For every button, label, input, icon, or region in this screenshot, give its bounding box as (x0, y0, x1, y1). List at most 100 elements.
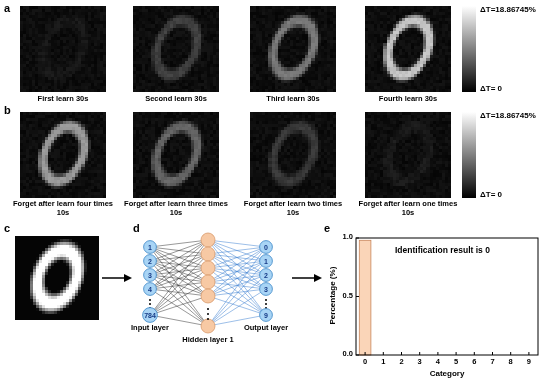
network-link (208, 240, 266, 289)
label: ΔT=18.86745% (480, 5, 536, 14)
digit-image (250, 6, 336, 92)
label: 6 (472, 358, 476, 367)
label: Forget after learn three times 10s (120, 200, 232, 217)
label: 8 (509, 358, 513, 367)
label: 0.0 (343, 350, 353, 359)
label: 1.0 (343, 233, 353, 242)
network-link (208, 254, 266, 315)
label: 0.5 (343, 292, 353, 301)
axis-ticks (356, 238, 529, 355)
label: Forget after learn two times 10s (237, 200, 349, 217)
neuron-circle: 2 (259, 268, 273, 282)
network-link (208, 275, 266, 296)
neuron-circle: 9 (259, 308, 273, 322)
label: a (4, 2, 10, 15)
network-link (150, 282, 208, 315)
label: ΔT=18.86745% (480, 111, 536, 120)
label: 7 (490, 358, 494, 367)
label: e (324, 222, 330, 235)
network-link (150, 240, 208, 315)
digit-image (20, 112, 106, 198)
neuron-label: 4 (143, 282, 157, 293)
network-link (150, 261, 208, 326)
label: ΔT= 0 (480, 84, 502, 93)
neuron (149, 299, 151, 301)
network-link (208, 240, 266, 275)
network-link (208, 240, 266, 315)
neuron (265, 303, 267, 305)
network-link (150, 240, 208, 289)
label: 0 (363, 358, 367, 367)
network-link (208, 247, 266, 254)
network-link (208, 275, 266, 326)
neuron-circle: 784 (142, 307, 158, 323)
label: 9 (527, 358, 531, 367)
label: ΔT= 0 (480, 190, 502, 199)
neuron-label: 1 (259, 254, 273, 265)
neuron (201, 261, 215, 275)
network-link (150, 254, 208, 289)
network-link (150, 247, 208, 296)
label: Input layer (131, 324, 169, 333)
colorbar (462, 6, 476, 92)
arrow-head (124, 274, 132, 282)
neuron-circle: 1 (143, 240, 157, 254)
neuron (201, 247, 215, 261)
neuron-label: 3 (259, 282, 273, 293)
digit-image (365, 112, 451, 198)
neuron-label: 2 (259, 268, 273, 279)
label: Forget after learn four times 10s (7, 200, 119, 217)
digit-image (365, 6, 451, 92)
label: Forget after learn one times 10s (352, 200, 464, 217)
neuron-label: 3 (143, 268, 157, 279)
neuron-label: 9 (259, 308, 273, 319)
digit-image (133, 112, 219, 198)
label: 4 (436, 358, 440, 367)
digit-image (133, 6, 219, 92)
neuron-circle: 1 (259, 254, 273, 268)
network-link (208, 268, 266, 315)
network-link (150, 282, 208, 289)
network-link (208, 247, 266, 326)
digit-image (250, 112, 336, 198)
label: Identification result is 0 (395, 246, 490, 256)
label: 3 (418, 358, 422, 367)
label: Fourth learn 30s (379, 95, 437, 104)
label: c (4, 222, 10, 235)
network-link (150, 261, 208, 296)
network-link (150, 240, 208, 275)
network-link (208, 296, 266, 315)
network-link (208, 282, 266, 315)
label: b (4, 104, 11, 117)
neuron (201, 233, 215, 247)
network-link (150, 240, 208, 247)
network-link (150, 289, 208, 296)
network-link (150, 268, 208, 315)
chart-axes (356, 238, 538, 355)
neuron (207, 308, 209, 310)
neuron-circle: 3 (143, 268, 157, 282)
neuron (207, 313, 209, 315)
network-link (150, 296, 208, 315)
label: Hidden layer 1 (182, 336, 233, 345)
network-link (150, 275, 208, 326)
flow-arrow (292, 277, 314, 279)
colorbar (462, 112, 476, 198)
neuron (201, 319, 215, 333)
label: 2 (399, 358, 403, 367)
neuron-label: 0 (259, 240, 273, 251)
label: Second learn 30s (145, 95, 207, 104)
network-link (150, 289, 208, 326)
network-link (208, 289, 266, 296)
network-link (208, 261, 266, 326)
network-lines (149, 233, 267, 333)
label: First learn 30s (38, 95, 89, 104)
label: Category (430, 369, 465, 378)
network-link (208, 247, 266, 296)
neuron-label: 784 (142, 307, 158, 319)
neuron (149, 303, 151, 305)
network-link (150, 254, 208, 315)
label: 1 (381, 358, 385, 367)
network-link (208, 261, 266, 296)
